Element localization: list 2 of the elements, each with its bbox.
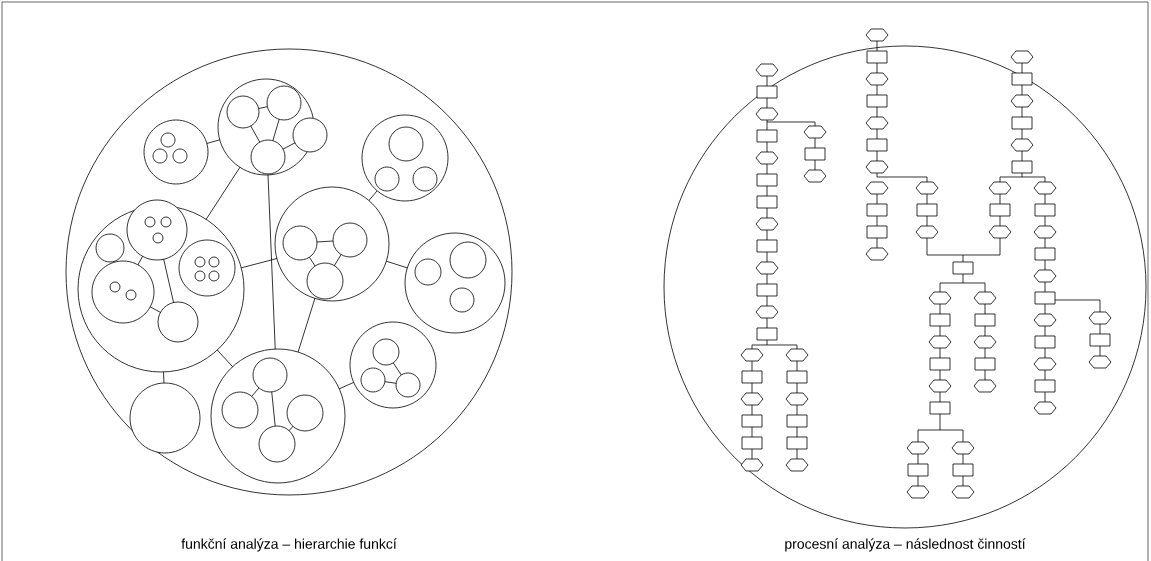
caption: funkční analýza – hierarchie funkcí bbox=[181, 538, 397, 552]
caption: procesní analýza – následnost činností bbox=[785, 538, 1026, 552]
